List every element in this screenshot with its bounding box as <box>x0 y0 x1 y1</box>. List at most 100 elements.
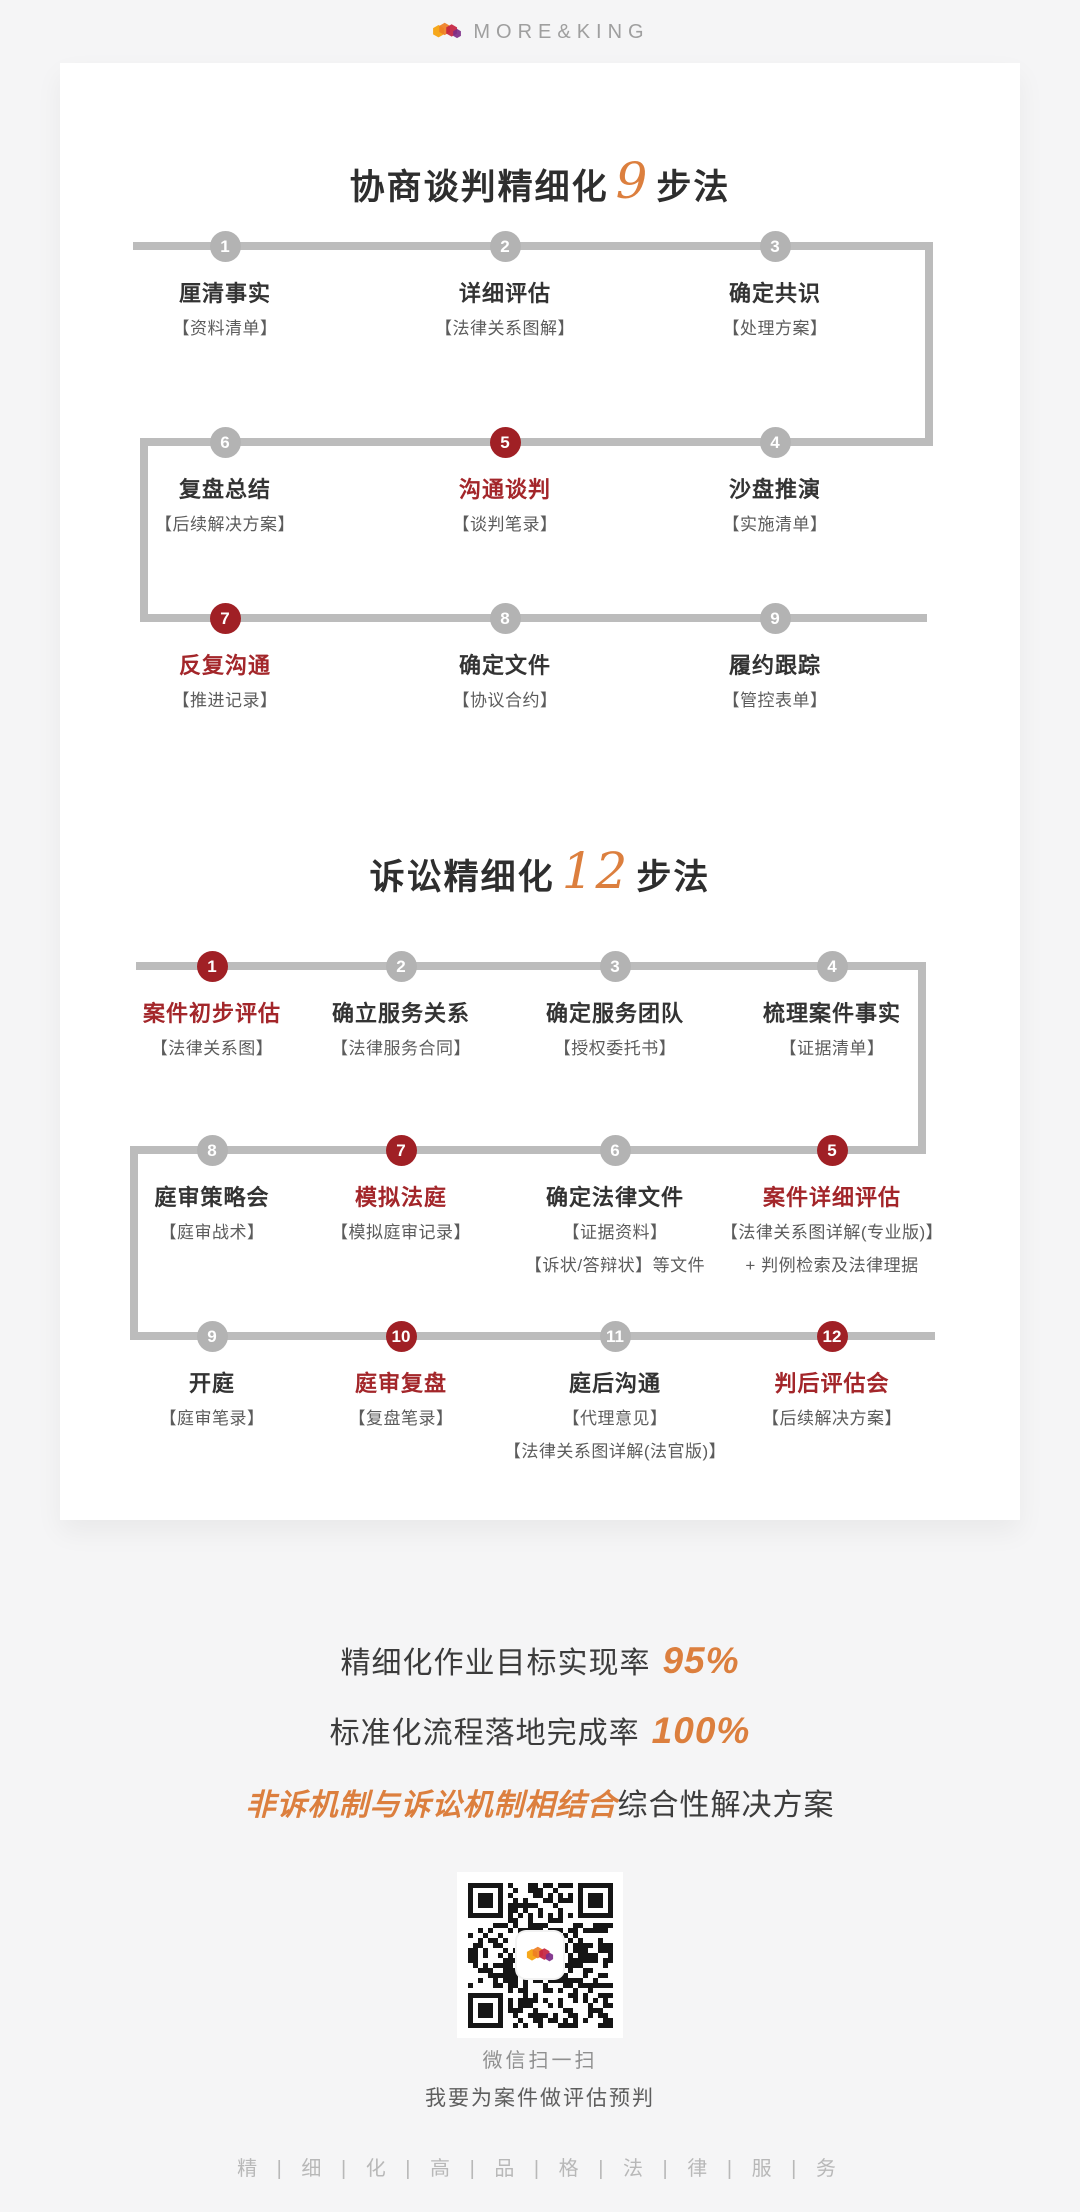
timeline-connector <box>133 242 933 250</box>
title-prefix: 诉讼精细化 <box>369 857 555 897</box>
qr-code <box>457 1872 623 2038</box>
step-label: 【法律关系图解】 <box>435 319 575 338</box>
step-number-badge: 1 <box>209 231 241 262</box>
timeline-connector <box>130 1146 926 1154</box>
step-label: 【协议合约】 <box>452 691 558 710</box>
step-negotiation-2: 2 详细评估 【法律关系图解】 <box>355 231 655 341</box>
step-negotiation-9: 9 履约跟踪 【管控表单】 <box>625 603 925 713</box>
step-label: 【复盘笔录】 <box>348 1409 454 1428</box>
timeline-connector <box>136 962 926 970</box>
title-suffix: 步法 <box>656 167 731 207</box>
step-name: 开庭 <box>188 1371 235 1396</box>
step-label: 【庭审笔录】 <box>159 1409 265 1428</box>
step-negotiation-5: 5 沟通谈判 【谈判笔录】 <box>355 427 655 537</box>
step-name: 复盘总结 <box>178 477 271 502</box>
step-litigation-8: 8 庭审策略会 【庭审战术】 <box>62 1135 362 1245</box>
brand-logo-icon <box>433 22 462 39</box>
step-label: 【谈判笔录】 <box>452 515 558 534</box>
step-number-badge: 8 <box>196 1135 228 1166</box>
step-number-badge: 7 <box>209 603 241 634</box>
step-negotiation-6: 6 复盘总结 【后续解决方案】 <box>75 427 375 537</box>
step-litigation-1: 1 案件初步评估 【法律关系图】 <box>62 951 362 1061</box>
step-litigation-12: 12 判后评估会 【后续解决方案】 <box>682 1321 982 1431</box>
step-name: 庭审复盘 <box>354 1371 447 1396</box>
timeline-connector <box>140 614 927 622</box>
step-litigation-7: 7 模拟法庭 【模拟庭审记录】 <box>251 1135 551 1245</box>
step-name: 梳理案件事实 <box>762 1001 901 1026</box>
step-number-badge: 6 <box>599 1135 631 1166</box>
step-litigation-10: 10 庭审复盘 【复盘笔录】 <box>251 1321 551 1431</box>
step-name: 案件详细评估 <box>762 1185 901 1210</box>
step-name: 厘清事实 <box>178 281 271 306</box>
step-name: 详细评估 <box>458 281 551 306</box>
step-name: 沙盘推演 <box>728 477 821 502</box>
step-label: 【庭审战术】 <box>159 1223 265 1242</box>
timeline-connector <box>140 438 933 446</box>
stat-text: 标准化流程落地完成率 <box>329 1717 640 1750</box>
step-label: 【推进记录】 <box>172 691 278 710</box>
step-negotiation-4: 4 沙盘推演 【实施清单】 <box>625 427 925 537</box>
step-number-badge: 3 <box>599 951 631 982</box>
step-number-badge: 7 <box>385 1135 417 1166</box>
step-negotiation-3: 3 确定共识 【处理方案】 <box>625 231 925 341</box>
step-label: 【法律关系图详解(专业版)】 <box>720 1223 944 1242</box>
step-label: 【处理方案】 <box>722 319 828 338</box>
step-number-badge: 2 <box>489 231 521 262</box>
step-number-badge: 4 <box>759 427 791 458</box>
section-title-negotiation: 协商谈判精细化 9 步法 <box>60 152 1020 213</box>
step-name: 反复沟通 <box>178 653 271 678</box>
step-litigation-6: 6 确定法律文件 【证据资料】 【诉状/答辩状】等文件 <box>465 1135 765 1278</box>
step-number-badge: 6 <box>209 427 241 458</box>
step-name: 确立服务关系 <box>331 1001 470 1026</box>
stat-value: 95% <box>662 1640 740 1681</box>
step-litigation-2: 2 确立服务关系 【法律服务合同】 <box>251 951 551 1061</box>
section-title-litigation: 诉讼精细化 12 步法 <box>60 842 1020 903</box>
step-negotiation-8: 8 确定文件 【协议合约】 <box>355 603 655 713</box>
step-name: 确定文件 <box>458 653 551 678</box>
slogan-line: 非诉机制与诉讼机制相结合综合性解决方案 <box>0 1780 1080 1824</box>
step-label: 【法律关系图】 <box>150 1039 274 1058</box>
step-label: 【模拟庭审记录】 <box>331 1223 471 1242</box>
timeline-connector <box>925 242 933 446</box>
timeline-connector <box>918 962 926 1154</box>
title-number: 9 <box>615 152 650 210</box>
step-label: 【资料清单】 <box>172 319 278 338</box>
step-name: 庭审策略会 <box>154 1185 270 1210</box>
step-name: 确定法律文件 <box>545 1185 684 1210</box>
brand-logo-icon <box>526 1946 554 1961</box>
stat-line-1: 精细化作业目标实现率 95% <box>0 1638 1080 1682</box>
qr-caption-action: 我要为案件做评估预判 <box>425 2087 655 2110</box>
brand-header: MORE&KING <box>0 12 1080 52</box>
timeline-connector <box>130 1332 935 1340</box>
step-number-badge: 9 <box>196 1321 228 1352</box>
slogan-rest: 综合性解决方案 <box>617 1789 835 1822</box>
step-name: 庭后沟通 <box>568 1371 661 1396</box>
step-number-badge: 10 <box>385 1321 417 1352</box>
step-label: 【诉状/答辩状】等文件 <box>524 1255 706 1275</box>
step-label: 【后续解决方案】 <box>155 515 295 534</box>
step-number-badge: 4 <box>816 951 848 982</box>
step-litigation-5: 5 案件详细评估 【法律关系图详解(专业版)】 + 判例检索及法律理据 <box>682 1135 982 1278</box>
step-negotiation-1: 1 厘清事实 【资料清单】 <box>75 231 375 341</box>
step-number-badge: 5 <box>489 427 521 458</box>
step-number-badge: 8 <box>489 603 521 634</box>
step-number-badge: 12 <box>816 1321 848 1352</box>
step-label: 【法律关系图详解(法官版)】 <box>503 1441 727 1461</box>
step-name: 判后评估会 <box>774 1371 890 1396</box>
step-negotiation-7: 7 反复沟通 【推进记录】 <box>75 603 375 713</box>
step-label: 【证据资料】 <box>562 1223 668 1242</box>
title-suffix: 步法 <box>636 857 711 897</box>
footer-tagline: 精 | 细 | 化 | 高 | 品 | 格 | 法 | 律 | 服 | 务 <box>237 2158 843 2180</box>
step-label: 【代理意见】 <box>562 1409 668 1428</box>
step-number-badge: 2 <box>385 951 417 982</box>
timeline-connector <box>130 1146 138 1340</box>
qr-center-logo <box>517 1932 563 1978</box>
step-name: 沟通谈判 <box>458 477 551 502</box>
step-label: 【实施清单】 <box>722 515 828 534</box>
step-label: 【证据清单】 <box>779 1039 885 1058</box>
step-label: + 判例检索及法律理据 <box>745 1255 919 1275</box>
step-litigation-4: 4 梳理案件事实 【证据清单】 <box>682 951 982 1061</box>
stat-text: 精细化作业目标实现率 <box>340 1647 651 1680</box>
step-number-badge: 5 <box>816 1135 848 1166</box>
